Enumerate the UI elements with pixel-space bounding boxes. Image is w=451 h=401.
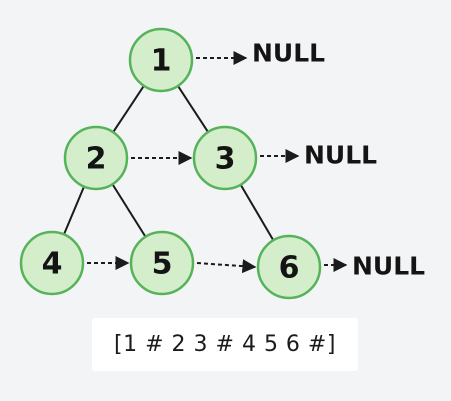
serialization-box: [1 # 2 3 # 4 5 6 #] bbox=[92, 318, 358, 371]
node-circle-2 bbox=[63, 125, 129, 191]
tree-node-4: 4 bbox=[19, 230, 85, 296]
node-label-3: 3 bbox=[215, 142, 236, 177]
node-circle-3 bbox=[192, 125, 258, 191]
tree-node-1: 1 bbox=[128, 27, 194, 93]
tree-edges bbox=[63, 85, 275, 241]
node-circle-5 bbox=[129, 230, 195, 296]
serialization-text: [1 # 2 3 # 4 5 6 #] bbox=[114, 332, 336, 357]
tree-node-6: 6 bbox=[256, 234, 322, 300]
null-label-1: NULL bbox=[252, 39, 325, 68]
next-link-5-6 bbox=[196, 259, 257, 274]
edge-1-2 bbox=[112, 85, 145, 133]
node-label-6: 6 bbox=[279, 251, 300, 286]
node-circle-1 bbox=[128, 27, 194, 93]
tree-node-5: 5 bbox=[129, 230, 195, 296]
tree-node-3: 3 bbox=[192, 125, 258, 191]
node-circle-6 bbox=[256, 234, 322, 300]
node-label-4: 4 bbox=[42, 247, 63, 282]
null-label-3: NULL bbox=[304, 141, 377, 170]
node-circle-4 bbox=[19, 230, 85, 296]
node-label-2: 2 bbox=[86, 142, 107, 177]
null-label-6: NULL bbox=[352, 252, 425, 281]
next-pointer-links bbox=[87, 51, 348, 274]
node-label-5: 5 bbox=[152, 247, 173, 282]
edge-3-6 bbox=[239, 184, 275, 241]
edge-2-4 bbox=[63, 186, 85, 235]
tree-nodes: NULL NULL NULL 1 2 3 4 5 6 bbox=[19, 27, 425, 300]
tree-node-2: 2 bbox=[63, 125, 129, 191]
node-label-1: 1 bbox=[151, 44, 172, 79]
edge-1-3 bbox=[177, 85, 209, 133]
edge-2-5 bbox=[111, 183, 147, 238]
